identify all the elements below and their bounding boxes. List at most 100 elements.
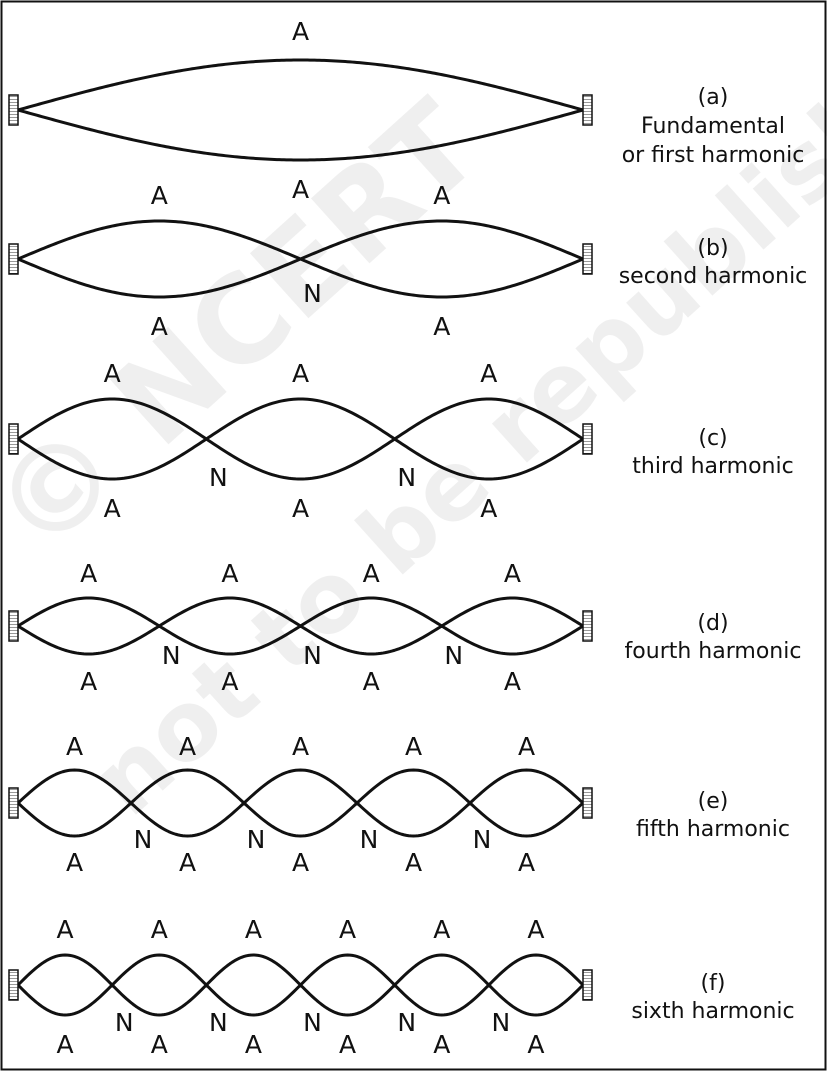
antinode-label-top: A [104, 359, 121, 388]
antinode-label-bottom: A [405, 848, 422, 877]
antinode-label-bottom: A [80, 667, 97, 696]
antinode-label-top: A [292, 17, 309, 46]
string-lower-envelope [17, 257, 584, 299]
right-clamp [582, 969, 593, 1001]
antinode-label-top: A [405, 732, 422, 761]
string-upper-envelope [17, 397, 584, 441]
antinode-label-bottom: A [221, 667, 238, 696]
antinode-label-top: A [151, 181, 168, 210]
node-label: N [162, 641, 181, 670]
antinode-label-top: A [57, 915, 74, 944]
antinode-label-bottom: A [292, 494, 309, 523]
mode-a: A A (a) Fundamental or first harmonic [8, 17, 805, 204]
antinode-label-top: A [433, 915, 450, 944]
mode-caption-letter: (b) [697, 236, 728, 261]
antinode-label-bottom: A [104, 494, 121, 523]
string-upper-envelope [17, 58, 584, 112]
antinode-label-bottom: A [66, 848, 83, 877]
node-label: N [115, 1008, 134, 1037]
string-upper-envelope [16, 768, 585, 805]
left-clamp [8, 94, 19, 126]
string-lower-envelope [17, 437, 584, 481]
antinode-label-top: A [179, 732, 196, 761]
antinode-label-top: A [292, 359, 309, 388]
mode-caption-letter: (e) [698, 789, 729, 814]
string-lower-envelope [17, 624, 584, 656]
mode-caption-text: second harmonic [619, 264, 808, 289]
node-label: N [303, 1008, 322, 1037]
antinode-label-top: A [518, 732, 535, 761]
mode-caption-text: or first harmonic [622, 143, 805, 168]
right-clamp [582, 610, 593, 642]
antinode-label-top: A [504, 559, 521, 588]
antinode-label-bottom: A [245, 1030, 262, 1059]
node-label: N [397, 1008, 416, 1037]
mode-caption-text: fourth harmonic [625, 639, 802, 664]
antinode-label-top: A [151, 915, 168, 944]
string-lower-envelope [17, 108, 584, 162]
right-clamp [582, 94, 593, 126]
antinode-label-bottom: A [179, 848, 196, 877]
antinode-label-top: A [433, 181, 450, 210]
antinode-label-top: A [80, 559, 97, 588]
antinode-label-bottom: A [151, 312, 168, 341]
node-label: N [303, 279, 322, 308]
antinode-label-bottom: A [363, 667, 380, 696]
mode-caption-letter: (f) [701, 971, 726, 996]
antinode-label-bottom: A [151, 1030, 168, 1059]
node-label: N [209, 1008, 228, 1037]
antinode-label-bottom: A [527, 1030, 544, 1059]
node-label: N [397, 463, 416, 492]
antinode-label-bottom: A [480, 494, 497, 523]
left-clamp [8, 423, 19, 455]
antinode-label-top: A [66, 732, 83, 761]
antinode-label-top: A [527, 915, 544, 944]
node-label: N [209, 463, 228, 492]
left-clamp [8, 969, 19, 1001]
right-clamp [582, 787, 593, 819]
antinode-label-top: A [245, 915, 262, 944]
mode-caption-letter: (a) [698, 85, 729, 110]
node-label: N [444, 641, 463, 670]
mode-b: A A A A N (b) second harmonic [8, 181, 808, 341]
right-clamp [582, 243, 593, 275]
antinode-label-bottom: A [292, 175, 309, 204]
antinode-label-top: A [221, 559, 238, 588]
antinode-label-bottom: A [57, 1030, 74, 1059]
right-clamp [582, 423, 593, 455]
string-lower-envelope [16, 983, 585, 1017]
antinode-label-top: A [339, 915, 356, 944]
string-upper-envelope [16, 953, 585, 987]
node-label: N [473, 825, 492, 854]
node-label: N [303, 641, 322, 670]
mode-caption-letter: (d) [697, 611, 728, 636]
left-clamp [8, 243, 19, 275]
node-label: N [491, 1008, 510, 1037]
node-label: N [134, 825, 153, 854]
mode-d: A A A A A A A A N N N (d) fourth harmonic [8, 559, 802, 696]
antinode-label-top: A [363, 559, 380, 588]
antinode-label-bottom: A [518, 848, 535, 877]
left-clamp [8, 610, 19, 642]
node-label: N [360, 825, 379, 854]
antinode-label-bottom: A [339, 1030, 356, 1059]
antinode-label-top: A [292, 732, 309, 761]
mode-c: A A A A A A N N (c) third harmonic [8, 359, 794, 523]
antinode-label-bottom: A [292, 848, 309, 877]
node-label: N [247, 825, 266, 854]
antinode-label-bottom: A [433, 312, 450, 341]
antinode-label-bottom: A [433, 1030, 450, 1059]
antinode-label-top: A [480, 359, 497, 388]
mode-caption-text: Fundamental [641, 114, 785, 139]
mode-caption-letter: (c) [698, 426, 727, 451]
mode-caption-text: third harmonic [632, 454, 793, 479]
mode-caption-text: sixth harmonic [631, 999, 794, 1024]
left-clamp [8, 787, 19, 819]
antinode-label-bottom: A [504, 667, 521, 696]
mode-caption-text: fifth harmonic [636, 817, 790, 842]
